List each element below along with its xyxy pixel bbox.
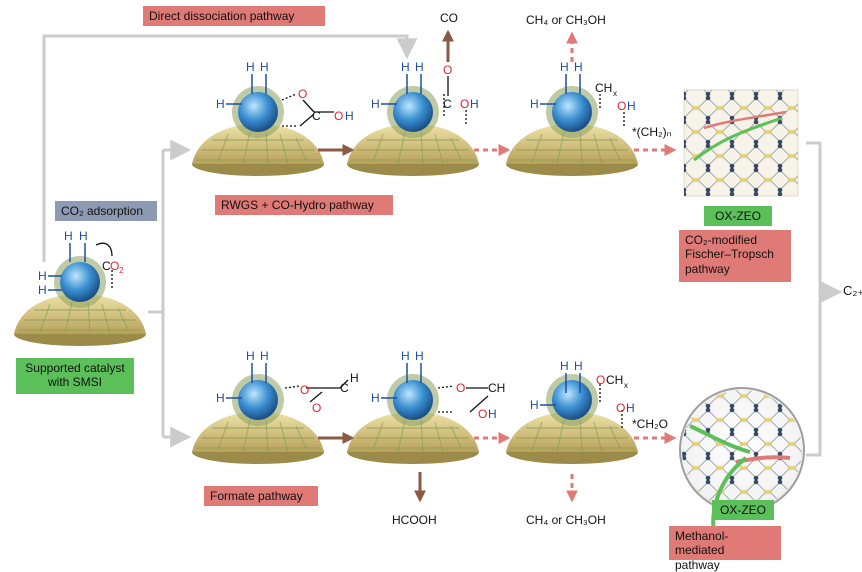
svg-text:H: H <box>626 401 635 415</box>
svg-text:C: C <box>340 381 349 395</box>
c2-product: C₂₊ <box>843 283 862 298</box>
co-product: CO <box>440 11 458 25</box>
hydrogen-atoms <box>48 74 581 406</box>
methanol-line1: Methanol-mediated <box>675 529 729 558</box>
svg-text:H: H <box>64 229 73 243</box>
oxzeo-bottom-label: OX-ZEO <box>712 500 774 520</box>
adsorbate-bonds <box>95 76 625 428</box>
svg-text:x: x <box>613 89 617 98</box>
supported-catalyst-label: Supported catalyst with SMSI <box>16 358 134 394</box>
svg-text:2: 2 <box>119 266 124 275</box>
methanol-pathway-label: Methanol-mediated pathway <box>669 526 781 572</box>
svg-text:H: H <box>260 60 269 74</box>
svg-text:C: C <box>312 109 321 123</box>
direct-pathway-arrow <box>42 34 418 262</box>
red-dashed-arrows <box>474 31 677 503</box>
ftt-line1: CO₂-modified <box>685 233 758 247</box>
svg-text:H: H <box>488 407 497 421</box>
ch4-bottom-product: CH₄ or CH₃OH <box>526 513 606 527</box>
svg-text:O: O <box>312 401 321 415</box>
svg-text:O: O <box>616 401 625 415</box>
svg-text:H: H <box>246 349 255 363</box>
ftt-line2: Fischer–Tropsch <box>685 247 774 262</box>
svg-text:O: O <box>298 87 307 101</box>
ch2o-intermediate: *CH₂O <box>632 417 668 431</box>
svg-text:H: H <box>38 283 47 297</box>
svg-text:H: H <box>560 60 569 74</box>
svg-text:H: H <box>371 391 380 405</box>
methanol-line2: pathway <box>675 557 720 572</box>
svg-text:H: H <box>350 371 359 385</box>
svg-text:O: O <box>460 97 469 111</box>
svg-text:H: H <box>401 60 410 74</box>
svg-text:O: O <box>334 109 343 123</box>
svg-text:H: H <box>246 60 255 74</box>
ftt-pathway-label: CO₂-modified Fischer–Tropsch pathway <box>679 230 791 282</box>
svg-text:H: H <box>574 359 583 373</box>
svg-text:H: H <box>574 60 583 74</box>
svg-text:C: C <box>102 259 111 273</box>
formate-pathway-label: Formate pathway <box>204 486 318 506</box>
zeolite-cube <box>683 89 799 197</box>
supported-catalyst-line1: Supported catalyst <box>25 361 125 375</box>
svg-text:H: H <box>401 349 410 363</box>
svg-text:O: O <box>443 63 452 77</box>
oxzeo-top-label: OX-ZEO <box>704 206 772 226</box>
svg-text:H: H <box>38 269 47 283</box>
svg-text:O: O <box>596 373 605 387</box>
svg-text:H: H <box>260 349 269 363</box>
svg-text:H: H <box>530 398 539 412</box>
rwgs-pathway-label: RWGS + CO-Hydro pathway <box>215 195 393 215</box>
hcooh-product: HCOOH <box>392 513 437 527</box>
ftt-line3: pathway <box>685 261 730 276</box>
zeolite-sphere <box>679 387 805 533</box>
svg-text:C: C <box>443 97 452 111</box>
svg-text:H: H <box>216 391 225 405</box>
ch2n-intermediate: *(CH₂)ₙ <box>632 125 672 139</box>
svg-text:O: O <box>300 383 309 397</box>
svg-text:O: O <box>617 99 626 113</box>
to-product-arrow <box>806 141 838 457</box>
svg-text:H: H <box>371 97 380 111</box>
svg-text:O: O <box>478 407 487 421</box>
svg-text:H: H <box>560 359 569 373</box>
direct-pathway-label: Direct dissociation pathway <box>143 6 325 26</box>
co2-adsorption-label: CO₂ adsorption <box>55 201 157 221</box>
svg-text:x: x <box>624 381 628 390</box>
branch-line <box>148 150 165 437</box>
ch4-top-product: CH₄ or CH₃OH <box>526 13 606 27</box>
catalyst-formate-3 <box>505 373 639 465</box>
svg-text:H: H <box>216 97 225 111</box>
svg-text:H: H <box>415 60 424 74</box>
svg-text:H: H <box>345 109 354 123</box>
supported-catalyst-line2: with SMSI <box>47 375 102 390</box>
svg-text:H: H <box>415 349 424 363</box>
svg-text:H: H <box>470 97 479 111</box>
svg-text:CH: CH <box>595 81 612 95</box>
svg-text:H: H <box>627 99 636 113</box>
svg-text:CH: CH <box>606 373 623 387</box>
svg-text:O: O <box>110 259 119 273</box>
svg-text:O: O <box>456 381 465 395</box>
supported-catalyst <box>13 255 147 347</box>
svg-text:H: H <box>530 97 539 111</box>
svg-text:H: H <box>79 229 88 243</box>
svg-text:CH: CH <box>488 381 505 395</box>
